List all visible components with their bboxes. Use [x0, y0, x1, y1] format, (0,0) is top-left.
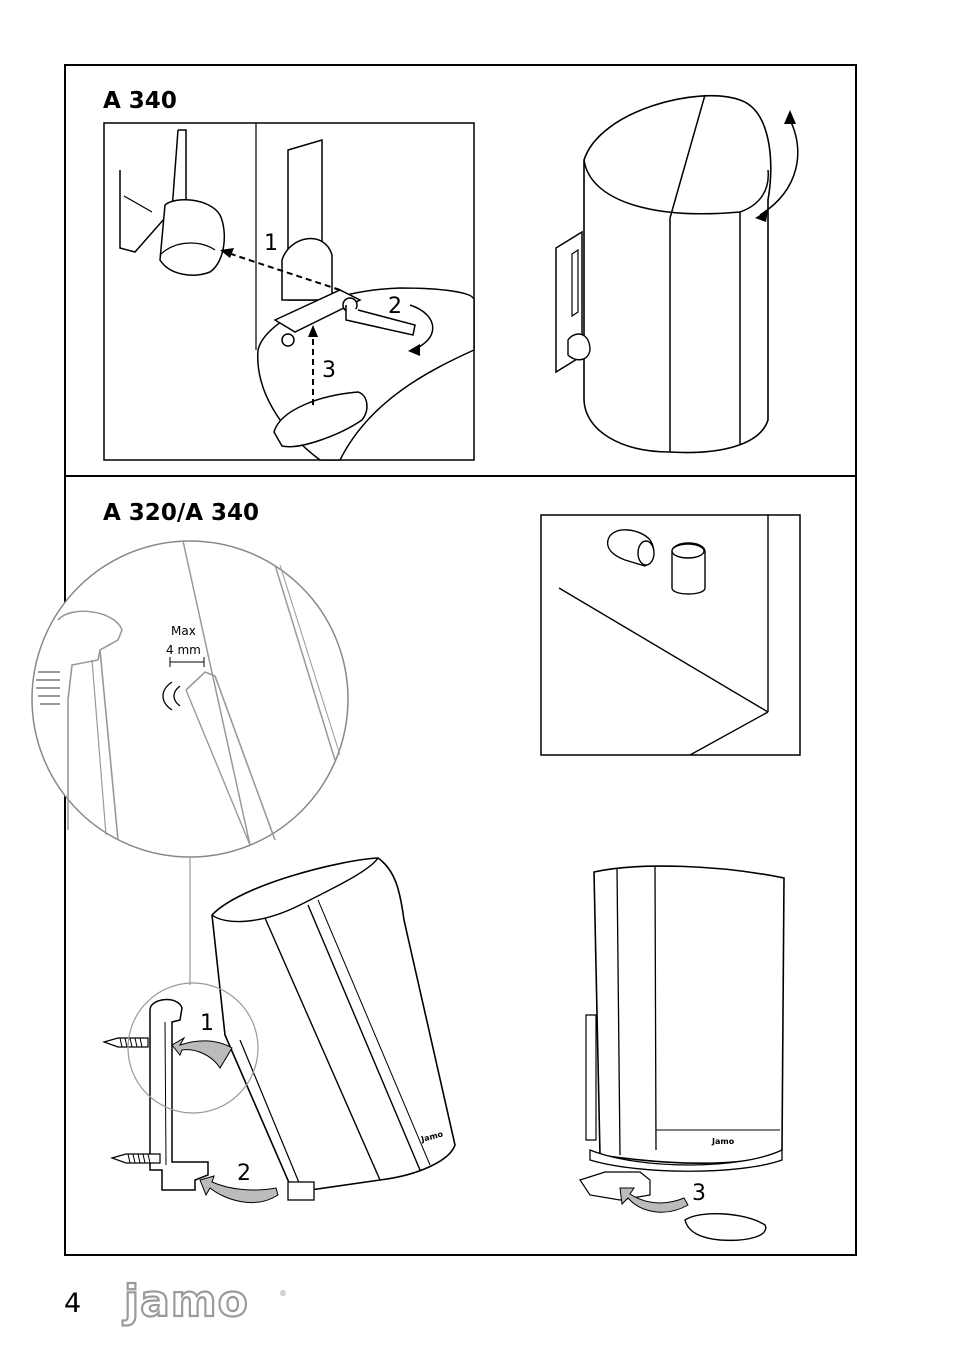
brand-logo-text: jamo [122, 1276, 249, 1327]
mounting-detail-illustration [104, 123, 474, 460]
step-label-2: 2 [388, 294, 402, 319]
gap-dimension-label: 4 mm [166, 643, 201, 657]
speaker-rotation-illustration [556, 95, 798, 453]
step-label-3: 3 [322, 358, 336, 383]
brand-logo: jamo ® [122, 1276, 287, 1327]
wall-corner-knobs-illustration [541, 515, 800, 755]
registered-mark: ® [279, 1289, 287, 1298]
speaker-hanging-illustration: Jamo [104, 858, 455, 1203]
section-title-a320-a340: A 320/A 340 [103, 500, 259, 526]
hang-step-label-2: 2 [237, 1161, 251, 1186]
speaker-logo-right: Jamo [711, 1137, 735, 1146]
mount-step-label-3: 3 [692, 1181, 706, 1206]
page-number: 4 [64, 1288, 81, 1319]
gap-detail-magnifier [32, 541, 348, 857]
section-title-a340: A 340 [103, 88, 177, 114]
hang-step-label-1: 1 [200, 1011, 214, 1036]
speaker-mounted-illustration: Jamo [580, 866, 784, 1240]
gap-max-label: Max [171, 624, 196, 638]
step-label-1: 1 [264, 231, 278, 256]
